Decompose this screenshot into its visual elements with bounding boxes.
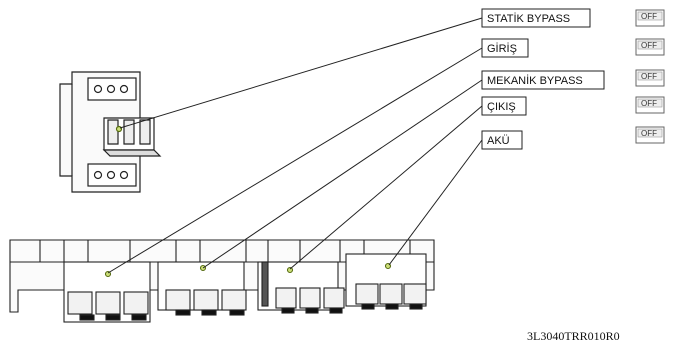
figure-code: 3L3040TRR010R0 — [527, 329, 620, 343]
label-cikis: ÇIKIŞ — [481, 96, 527, 116]
label-aku-text: AKÜ — [487, 135, 510, 147]
leader-lines — [107, 17, 483, 274]
label-aku: AKÜ — [481, 130, 523, 150]
label-statik: STATİK BYPASS — [481, 8, 591, 28]
off-switch-mekanik: OFF — [635, 69, 665, 87]
off-switch-giris: OFF — [635, 38, 665, 56]
off-switch-aku-text: OFF — [641, 129, 657, 138]
leader-statik — [119, 17, 483, 129]
off-switch-cikis-text: OFF — [641, 99, 657, 108]
off-switch-cikis: OFF — [635, 96, 665, 114]
label-statik-text: STATİK BYPASS — [487, 12, 570, 25]
leader-cikis — [289, 105, 483, 270]
breaker-panel — [9, 239, 435, 323]
label-mekanik: MEKANİK BYPASS — [481, 70, 605, 90]
label-giris: GİRİŞ — [481, 38, 529, 58]
off-switch-giris-text: OFF — [641, 41, 657, 50]
off-switch-aku: OFF — [635, 126, 665, 144]
leader-mekanik — [202, 79, 483, 269]
off-switch-mekanik-text: OFF — [641, 72, 657, 81]
single-breaker — [59, 71, 162, 193]
label-cikis-text: ÇIKIŞ — [487, 101, 516, 113]
leader-aku — [388, 139, 483, 266]
label-giris-text: GİRİŞ — [487, 42, 517, 55]
off-switch-statik-text: OFF — [641, 12, 657, 21]
label-mekanik-text: MEKANİK BYPASS — [487, 74, 583, 87]
leader-giris — [107, 47, 483, 274]
off-switch-statik: OFF — [635, 9, 665, 27]
